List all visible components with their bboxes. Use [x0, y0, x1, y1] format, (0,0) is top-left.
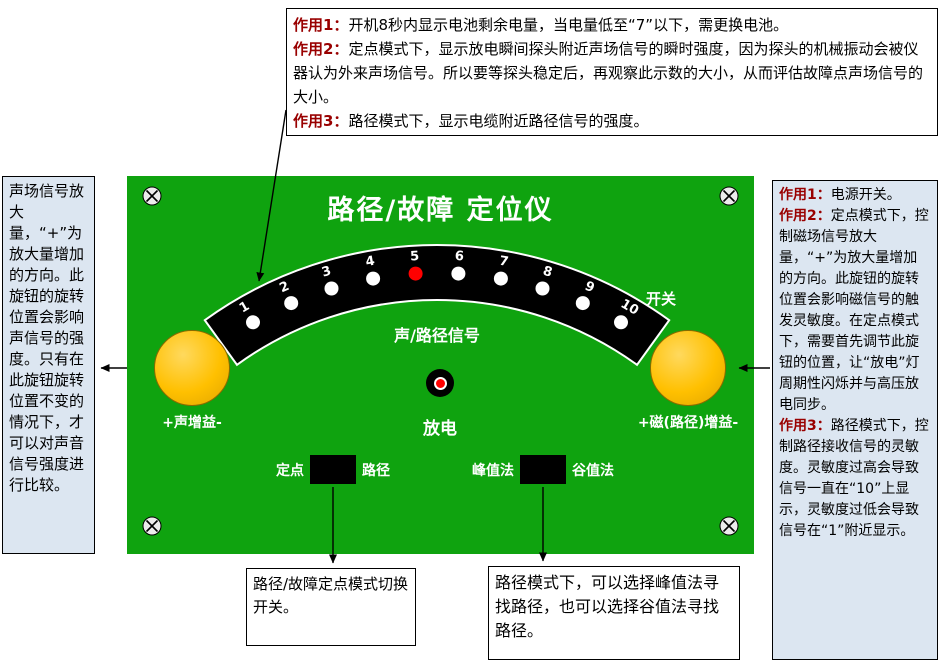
- note-item-text: 定点模式下，显示放电瞬间探头附近声场信号的瞬时强度，因为探头的机械振动会被仪器认…: [293, 40, 924, 106]
- scale-dot: [451, 266, 466, 281]
- scale-dot: [284, 296, 299, 311]
- scale-dot: [324, 281, 339, 296]
- note-sound-gain-knob: 声场信号放大量，“+”为放大量增加的方向。此旋钮的旋转位置会影响声信号的强度。只…: [2, 176, 95, 554]
- sound-gain-knob[interactable]: [154, 330, 230, 406]
- screw-icon: [719, 186, 739, 206]
- scale-dot: [535, 281, 550, 296]
- note-text: 路径模式下，可以选择峰值法寻找路径，也可以选择谷值法寻找路径。: [495, 573, 720, 640]
- magnetic-gain-label: +磁(路径)增益-: [637, 415, 739, 431]
- note-meter-functions: 作用1：开机8秒内显示电池剩余电量，当电量低至“7”以下，需更换电池。 作用2：…: [286, 8, 938, 136]
- mode-left-label: 定点: [276, 463, 304, 479]
- note-item-label: 作用1：: [779, 187, 831, 203]
- note-item-label: 作用3：: [293, 112, 349, 130]
- scale-number: 3: [320, 264, 333, 281]
- discharge-led: [426, 369, 454, 397]
- scale-dot: [366, 271, 381, 286]
- note-item-label: 作用1：: [293, 16, 349, 34]
- signal-label: 声/路径信号: [394, 326, 480, 345]
- note-line: 作用2：定点模式下，显示放电瞬间探头附近声场信号的瞬时强度，因为探头的机械振动会…: [293, 37, 931, 109]
- note-item-text: 路径模式下，显示电缆附近路径信号的强度。: [348, 112, 649, 130]
- note-line: 作用2：定点模式下，控制磁场信号放大量，“+”为放大量增加的方向。此旋钮的旋转位…: [779, 206, 931, 416]
- scale-band: [203, 243, 671, 367]
- note-item-label: 作用3：: [779, 418, 831, 434]
- screw-icon: [719, 516, 739, 536]
- discharge-label: 放电: [423, 419, 457, 439]
- method-toggle-switch[interactable]: [520, 455, 566, 484]
- scale-dot: [493, 271, 508, 286]
- method-right-label: 谷值法: [572, 463, 614, 479]
- note-item-text: 电源开关。: [830, 187, 901, 203]
- power-switch-label: 开关: [645, 290, 676, 308]
- sound-gain-label: +声增益-: [162, 415, 222, 431]
- note-method-switch: 路径模式下，可以选择峰值法寻找路径，也可以选择谷值法寻找路径。: [488, 566, 740, 660]
- scale-number: 7: [498, 254, 510, 270]
- scale-number: 4: [364, 254, 376, 270]
- magnetic-gain-knob[interactable]: [650, 330, 726, 406]
- note-mode-switch: 路径/故障定点模式切换开关。: [246, 568, 416, 646]
- screw-icon: [142, 186, 162, 206]
- note-text: 路径/故障定点模式切换开关。: [253, 575, 409, 616]
- note-line: 作用3：路径模式下，控制路径接收信号的灵敏度。灵敏度过高会导致信号一直在“10”…: [779, 416, 931, 542]
- discharge-led-core: [433, 376, 447, 390]
- note-line: 作用3：路径模式下，显示电缆附近路径信号的强度。: [293, 109, 931, 133]
- scale-dot: [614, 315, 628, 330]
- note-item-label: 作用2：: [779, 208, 831, 224]
- note-item-text: 定点模式下，控制磁场信号放大量，“+”为放大量增加的方向。此旋钮的旋转位置会影响…: [779, 208, 929, 413]
- mode-toggle-switch[interactable]: [310, 455, 356, 484]
- note-line: 作用1：开机8秒内显示电池剩余电量，当电量低至“7”以下，需更换电池。: [293, 13, 931, 37]
- note-power-gain-knob: 作用1：电源开关。 作用2：定点模式下，控制磁场信号放大量，“+”为放大量增加的…: [772, 180, 938, 660]
- note-line: 作用1：电源开关。: [779, 185, 931, 206]
- note-item-label: 作用2：: [293, 40, 349, 58]
- note-item-text: 开机8秒内显示电池剩余电量，当电量低至“7”以下，需更换电池。: [348, 16, 789, 34]
- scale-number: 6: [454, 249, 464, 264]
- scale-number: 8: [541, 264, 554, 281]
- scale-dot: [575, 296, 590, 311]
- scale-dot: [246, 315, 260, 330]
- note-item-text: 路径模式下，控制路径接收信号的灵敏度。灵敏度过高会导致信号一直在“10”上显示，…: [779, 418, 929, 539]
- mode-right-label: 路径: [362, 463, 390, 479]
- scale-number: 5: [410, 249, 420, 264]
- panel-title: 路径/故障 定位仪: [327, 195, 554, 226]
- screw-icon: [142, 516, 162, 536]
- method-left-label: 峰值法: [472, 463, 514, 479]
- scale-dot-active: [408, 266, 423, 281]
- note-text: 声场信号放大量，“+”为放大量增加的方向。此旋钮的旋转位置会影响声信号的强度。只…: [9, 182, 85, 494]
